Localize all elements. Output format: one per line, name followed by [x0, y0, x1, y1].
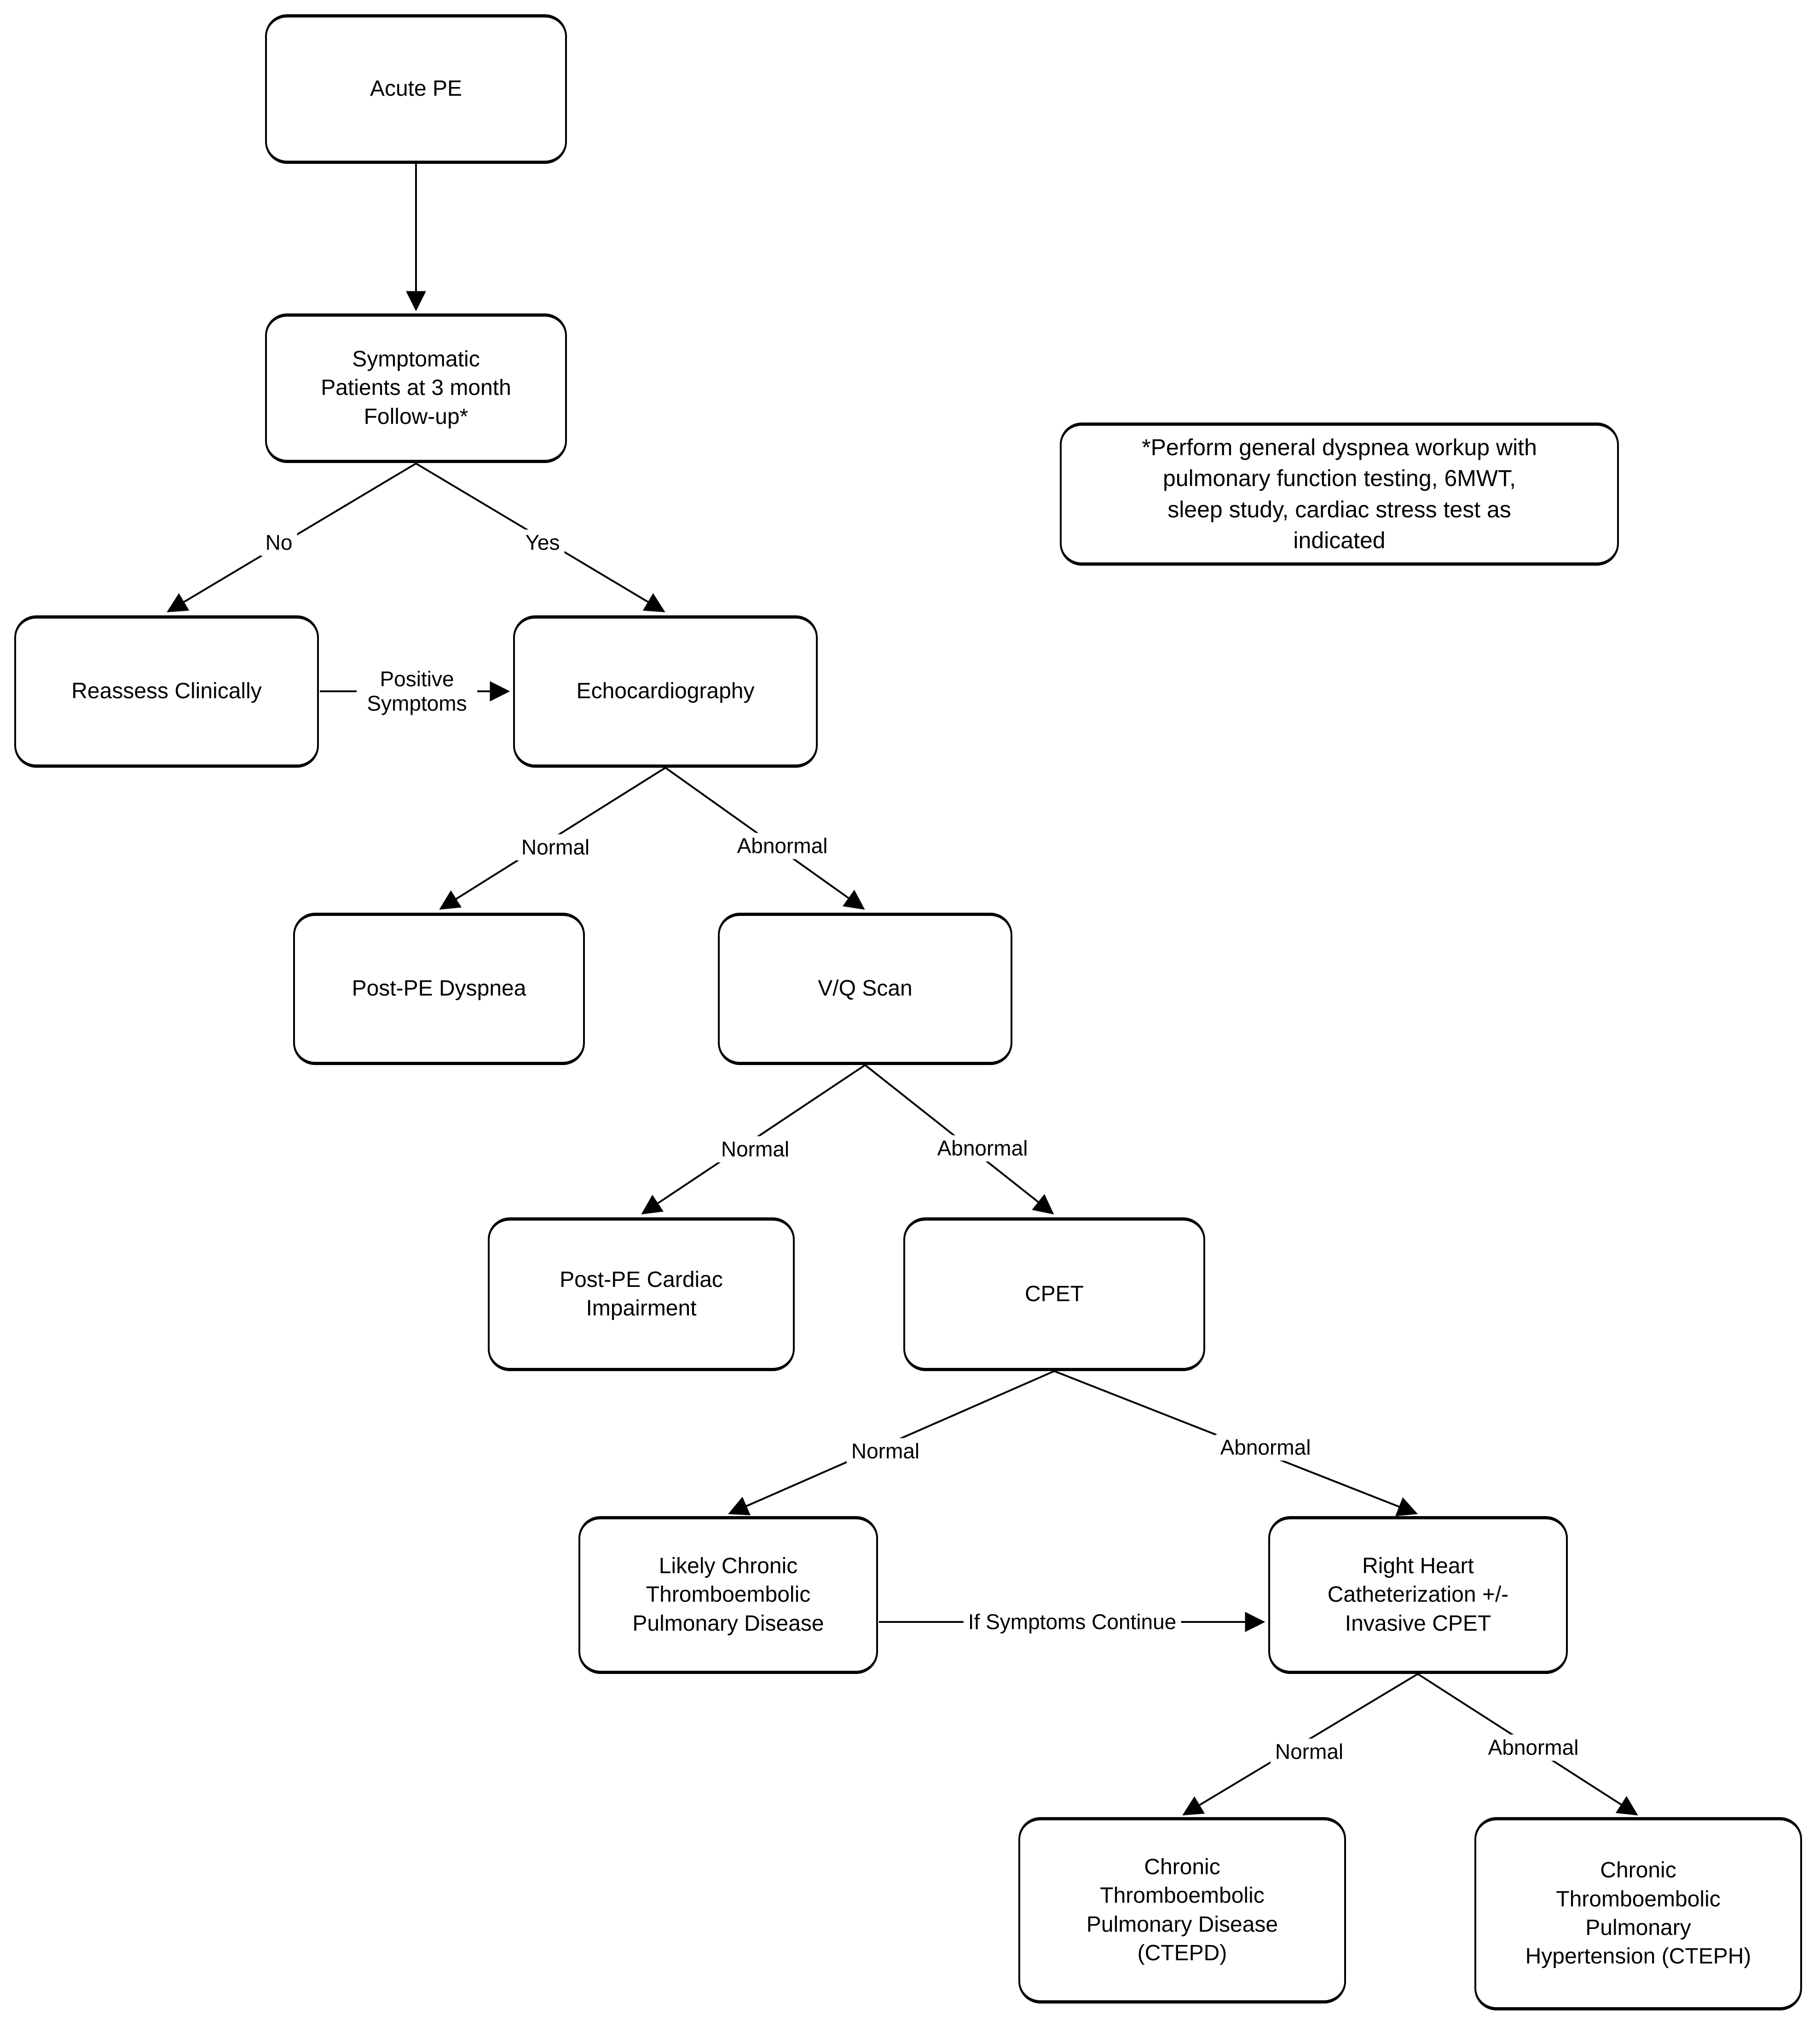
edge-label-no: No [260, 529, 297, 556]
node-likely-chronic-thromboembolic-pulmonary-disease: Likely Chronic Thromboembolic Pulmonary … [578, 1516, 878, 1674]
edge-label-rhc-abnormal: Abnormal [1483, 1734, 1583, 1761]
edge-label-rhc-normal: Normal [1270, 1738, 1348, 1765]
edge-label-cpet-normal: Normal [846, 1438, 924, 1465]
node-acute-pe: Acute PE [265, 14, 567, 164]
edge-label-yes: Yes [520, 529, 565, 556]
edge-label-positive-symptoms: Positive Symptoms [357, 666, 477, 717]
node-reassess-clinically: Reassess Clinically [14, 615, 319, 768]
node-post-pe-cardiac-impairment: Post-PE Cardiac Impairment [488, 1217, 795, 1371]
edge-label-echo-abnormal: Abnormal [732, 833, 832, 859]
edge-label-echo-normal: Normal [516, 834, 595, 861]
edge-label-vq-normal: Normal [716, 1136, 794, 1163]
node-cpet: CPET [903, 1217, 1205, 1371]
edge-label-cpet-abnormal: Abnormal [1215, 1434, 1316, 1461]
node-ctepd: Chronic Thromboembolic Pulmonary Disease… [1018, 1817, 1346, 2004]
node-symptomatic-patients: Symptomatic Patients at 3 month Follow-u… [265, 313, 567, 463]
edge-label-vq-abnormal: Abnormal [932, 1135, 1033, 1162]
node-right-heart-catheterization: Right Heart Catheterization +/- Invasive… [1268, 1516, 1568, 1674]
node-cteph: Chronic Thromboembolic Pulmonary Hyperte… [1474, 1817, 1802, 2010]
edge-label-if-symptoms-continue: If Symptoms Continue [963, 1609, 1181, 1635]
node-echocardiography: Echocardiography [513, 615, 818, 768]
node-post-pe-dyspnea: Post-PE Dyspnea [293, 913, 585, 1065]
note-dyspnea-workup: *Perform general dyspnea workup with pul… [1060, 423, 1619, 566]
node-vq-scan: V/Q Scan [718, 913, 1012, 1065]
